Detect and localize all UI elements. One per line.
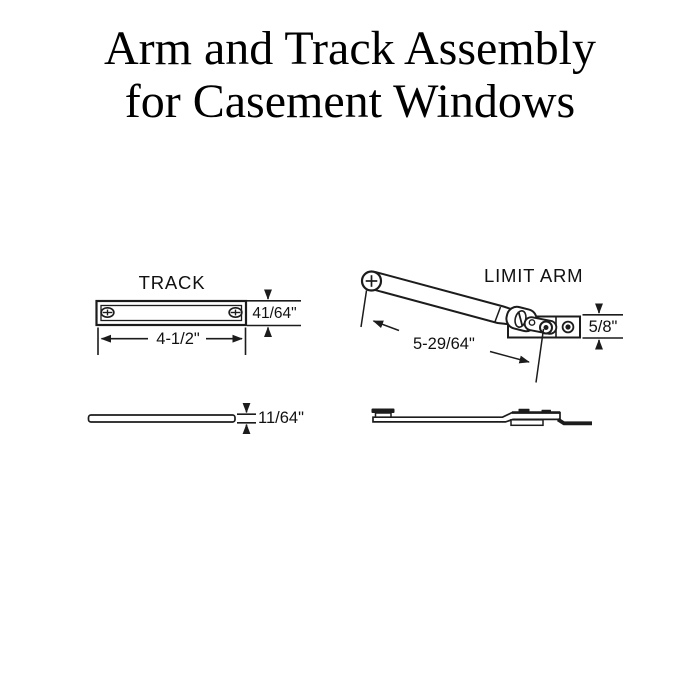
limit-arm-side-view [371,408,592,427]
track-height-value: 41/64" [252,305,297,322]
page-title: Arm and Track Assembly for Casement Wind… [0,22,700,128]
title-line-2: for Casement Windows [124,75,576,128]
track-screw-right [228,306,243,318]
title-line-1: Arm and Track Assembly [104,22,596,75]
bracket-rivet [561,320,575,334]
track-inner-outline [100,304,243,322]
track-front-view [95,299,248,327]
track-thickness-dimension [237,402,256,435]
arm-end-screw [360,270,383,292]
track-height-dimension [247,289,301,338]
bracket-height-dimension [582,303,623,350]
track-label: TRACK [138,272,206,293]
track-screw-left [100,306,115,318]
track-thickness-value: 11/64" [258,409,304,427]
bracket-height-value: 5/8" [588,317,618,336]
track-length-value: 4-1/2" [156,330,200,348]
track-outer-outline [95,299,248,327]
track-side-view [87,414,236,423]
arm-length-dimension [360,290,545,383]
limit-arm-label: LIMIT ARM [484,265,584,286]
track-length-dimension [97,327,247,355]
arm-length-value: 5-29/64" [413,335,475,353]
